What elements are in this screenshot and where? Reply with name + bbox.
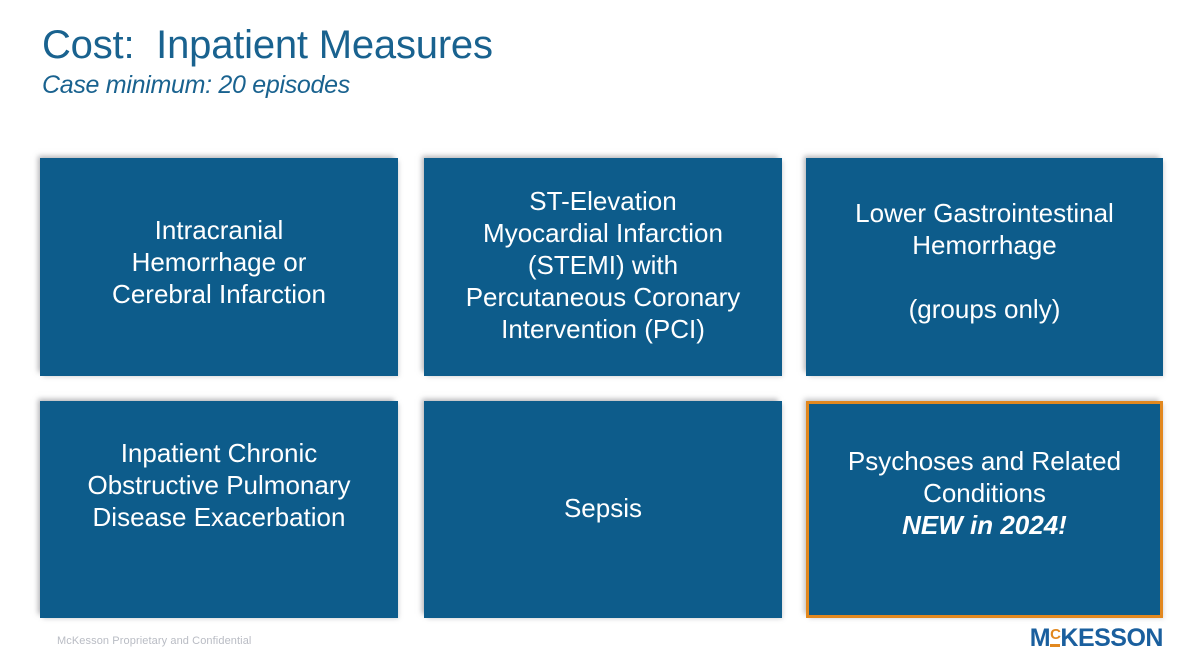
measure-line: Intervention (PCI)	[501, 314, 705, 344]
logo-superscript-c: C	[1050, 627, 1061, 647]
measure-line: Conditions	[923, 477, 1046, 508]
measure-line: Obstructive Pulmonary	[87, 469, 351, 500]
measure-line: NEW in 2024!	[902, 509, 1067, 540]
measure-line: Sepsis	[563, 492, 643, 523]
measure-line: ST-Elevation	[529, 186, 677, 216]
slide-header: Cost: Inpatient Measures Case minimum: 2…	[42, 22, 942, 100]
logo-wordmark-rest: KESSON	[1060, 624, 1163, 652]
measure-line: Hemorrhage or	[131, 247, 307, 277]
measure-line: Intracranial	[154, 215, 284, 245]
measure-line: Psychoses and Related	[847, 445, 1122, 476]
measure-line: Percutaneous Coronary	[465, 282, 741, 312]
measure-card-sepsis[interactable]: Sepsis	[424, 401, 782, 618]
confidentiality-footer: McKesson Proprietary and Confidential	[57, 635, 252, 647]
measure-card-text: Sepsis	[564, 492, 642, 524]
measure-line: (groups only)	[908, 294, 1061, 324]
page-subtitle: Case minimum: 20 episodes	[42, 71, 350, 99]
measure-line: Hemorrhage	[912, 230, 1057, 260]
measure-line: Disease Exacerbation	[92, 501, 346, 532]
measure-line: Lower Gastrointestinal	[855, 198, 1114, 228]
measure-line: Cerebral Infarction	[112, 279, 326, 309]
logo-letter-m: M	[1029, 624, 1051, 652]
measure-line: Inpatient Chronic	[120, 437, 318, 468]
measure-line: Myocardial Infarction	[483, 218, 723, 248]
measure-line: (STEMI) with	[527, 250, 679, 280]
page-title: Cost: Inpatient Measures	[42, 23, 493, 67]
measure-line-spacer	[855, 261, 1114, 293]
